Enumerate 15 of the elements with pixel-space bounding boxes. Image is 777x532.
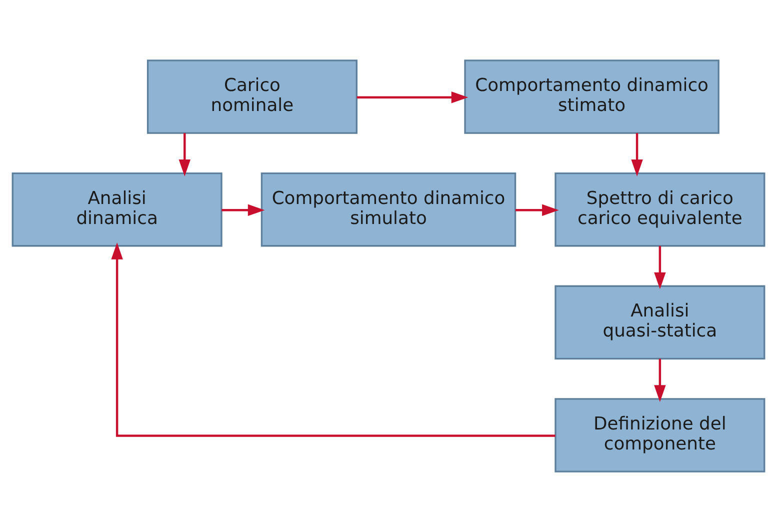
node-box: Comportamento dinamico simulato: [260, 172, 516, 247]
arrow: [654, 246, 666, 290]
node-box: Analisi quasi-statica: [554, 285, 766, 360]
node-box: Analisi dinamica: [12, 172, 222, 247]
node-box: Spettro di carico carico equivalente: [554, 172, 766, 247]
arrow: [631, 133, 643, 176]
arrow: [111, 242, 556, 437]
node-box: Definizione del componente: [554, 398, 766, 472]
arrow: [654, 358, 666, 402]
arrow: [356, 91, 468, 104]
arrow: [515, 204, 559, 216]
node-box: Comportamento dinamico stimato: [464, 60, 720, 134]
arrow: [178, 133, 191, 176]
node-box: Carico nominale: [146, 60, 358, 134]
arrow: [222, 204, 265, 216]
